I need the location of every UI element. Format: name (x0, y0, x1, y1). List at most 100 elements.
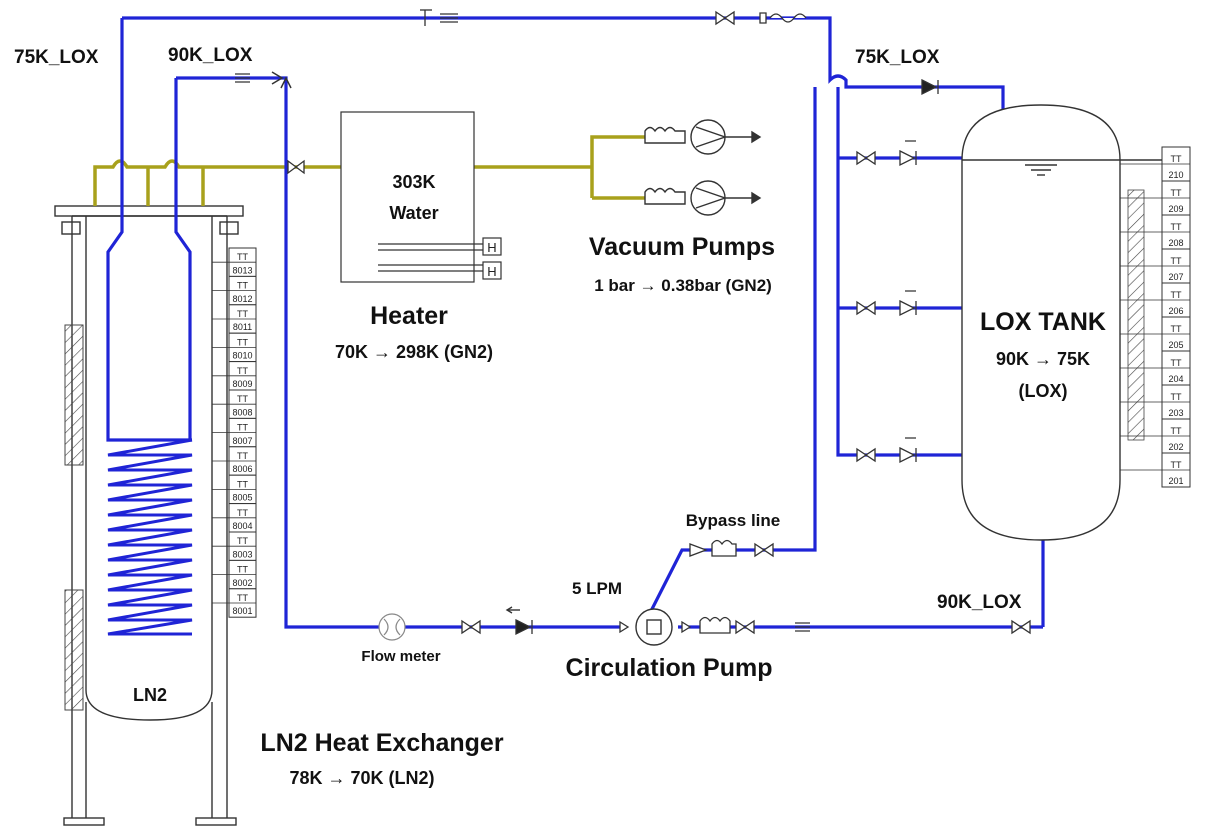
hx-sensor-tt-8011: TT 8011 (212, 304, 257, 334)
hx-sensor-tt-number: 8003 (232, 549, 252, 559)
circulation-pump (635, 608, 673, 646)
label-vacuum-spec: 1 bar → 0.38bar (GN2) (594, 276, 772, 295)
vacuum-pump-2 (644, 180, 762, 216)
label-90k-lox-top: 90K_LOX (168, 45, 253, 66)
tank-sensor-tt-tag: TT (1171, 188, 1182, 198)
hx-sensor-tt-number: 8011 (233, 322, 252, 332)
hx-sensor-tt-number: 8004 (232, 521, 252, 531)
label-90k-lox-bottom: 90K_LOX (937, 592, 1022, 613)
tank-sensor-tt-number: 210 (1168, 170, 1183, 180)
tank-sensor-tt-tag: TT (1171, 222, 1182, 232)
hx-sensor-tt-tag: TT (237, 479, 248, 489)
label-circulation-pump: Circulation Pump (565, 654, 773, 682)
tank-sensor-tt-tag: TT (1171, 256, 1182, 266)
tank-sensor-tt-number: 208 (1168, 238, 1183, 248)
lox-tank-insulation (1127, 189, 1145, 441)
pipe-ticks (235, 13, 810, 632)
flow-arrow-up (280, 76, 292, 89)
tank-sensor-tt-tag: TT (1171, 358, 1182, 368)
label-lox-tank-medium: (LOX) (1018, 381, 1068, 401)
tank-tap-arrows (905, 140, 916, 439)
heater-element-symbol-1: H (487, 240, 496, 255)
hx-sensor-tt-tag: TT (237, 451, 248, 461)
hx-sensor-tt-tag: TT (237, 394, 248, 404)
tank-sensor-tt-208: TT 208 (1120, 214, 1191, 250)
hx-sensor-tt-number: 8010 (232, 351, 252, 361)
tank-sensor-tt-210: TT 210 (1120, 146, 1191, 182)
hx-sensor-tt-8010: TT 8010 (212, 332, 257, 363)
label-75k-lox-left: 75K_LOX (14, 47, 99, 68)
hx-sensor-tt-number: 8009 (232, 379, 252, 389)
flow-meter (378, 613, 406, 641)
ln2-heat-exchanger (54, 205, 244, 826)
tank-sensor-tt-number: 201 (1168, 476, 1183, 486)
hx-sensor-tt-number: 8008 (232, 407, 252, 417)
tank-sensor-tt-number: 203 (1168, 408, 1183, 418)
tank-sensor-tt-number: 207 (1168, 272, 1183, 282)
hx-sensor-tt-number: 8006 (232, 464, 252, 474)
hx-sensor-tt-8006: TT 8006 (212, 446, 257, 476)
support-hatch-left-lower (64, 589, 84, 711)
heater-element-symbol-2: H (487, 264, 496, 279)
tank-sensor-tt-207: TT 207 (1120, 248, 1191, 284)
hx-sensor-tt-8003: TT 8003 (212, 531, 257, 561)
tank-sensor-tt-number: 206 (1168, 306, 1183, 316)
tank-sensor-tt-tag: TT (1171, 426, 1182, 436)
hx-sensor-tt-tag: TT (237, 565, 248, 575)
support-hatch-left (64, 324, 84, 466)
hx-sensor-tt-8002: TT 8002 (212, 559, 257, 590)
hx-sensor-tt-8012: TT 8012 (212, 275, 257, 306)
label-75k-lox-right: 75K_LOX (855, 47, 940, 68)
hx-sensor-tt-8008: TT 8008 (212, 389, 257, 419)
tank-sensor-tt-tag: TT (1171, 290, 1182, 300)
label-heater-spec: 70K → 298K (GN2) (334, 342, 494, 362)
hx-sensor-tt-number: 8005 (232, 493, 252, 503)
label-water-temp: 303K (392, 172, 436, 192)
hx-sensor-tt-8013: TT 8013 (212, 247, 257, 277)
hx-sensor-tt-tag: TT (237, 281, 248, 291)
tank-sensor-tt-number: 205 (1168, 340, 1183, 350)
hx-sensor-tt-tag: TT (237, 536, 248, 546)
hx-sensor-tt-tag: TT (237, 366, 248, 376)
label-hx-title: LN2 Heat Exchanger (260, 729, 504, 757)
hx-sensor-tt-number: 8002 (232, 578, 252, 588)
label-bypass-line: Bypass line (685, 511, 781, 530)
label-5-lpm: 5 LPM (571, 579, 623, 598)
hx-sensor-tt-tag: TT (237, 252, 248, 262)
hx-sensor-tt-8007: TT 8007 (212, 417, 257, 448)
tank-sensor-tt-205: TT 205 (1120, 316, 1191, 352)
hx-sensor-tt-tag: TT (237, 508, 248, 518)
hx-sensor-tt-tag: TT (237, 423, 248, 433)
label-heater: Heater (370, 302, 448, 330)
vacuum-pump-1 (644, 119, 762, 155)
tank-sensor-tt-number: 202 (1168, 442, 1183, 452)
label-lox-tank: LOX TANK (980, 308, 1106, 336)
hx-sensor-tt-tag: TT (237, 337, 248, 347)
label-hx-spec: 78K → 70K (LN2) (289, 768, 435, 788)
lox-tank (961, 104, 1162, 541)
hx-sensor-tt-tag: TT (237, 593, 248, 603)
heater-box (340, 111, 502, 283)
tank-sensor-tt-tag: TT (1171, 460, 1182, 470)
hx-sensor-tt-8005: TT 8005 (212, 474, 257, 505)
tank-sensor-tt-201: TT 201 (1120, 452, 1191, 488)
tank-temperature-sensors: TT210TT209TT208TT207TT206TT205TT204TT203… (1120, 146, 1191, 488)
tank-sensor-tt-number: 204 (1168, 374, 1183, 384)
valves (287, 9, 1031, 636)
hx-sensor-tt-tag: TT (237, 309, 248, 319)
hx-sensor-tt-number: 8012 (232, 294, 252, 304)
hx-coil (107, 438, 193, 636)
label-flow-meter: Flow meter (361, 648, 441, 665)
hx-sensor-tt-number: 8013 (232, 265, 252, 275)
tank-sensor-tt-tag: TT (1171, 324, 1182, 334)
hx-temperature-sensors: TT8013TT8012TT8011TT8010TT8009TT8008TT80… (212, 247, 257, 618)
tank-sensor-tt-tag: TT (1171, 154, 1182, 164)
tank-sensor-tt-number: 209 (1168, 204, 1183, 214)
tank-sensor-tt-204: TT 204 (1120, 350, 1191, 386)
label-water: Water (389, 203, 439, 223)
hx-sensor-tt-number: 8007 (232, 436, 252, 446)
hx-sensor-tt-8009: TT 8009 (212, 361, 257, 391)
flow-arrow-left (271, 71, 284, 85)
